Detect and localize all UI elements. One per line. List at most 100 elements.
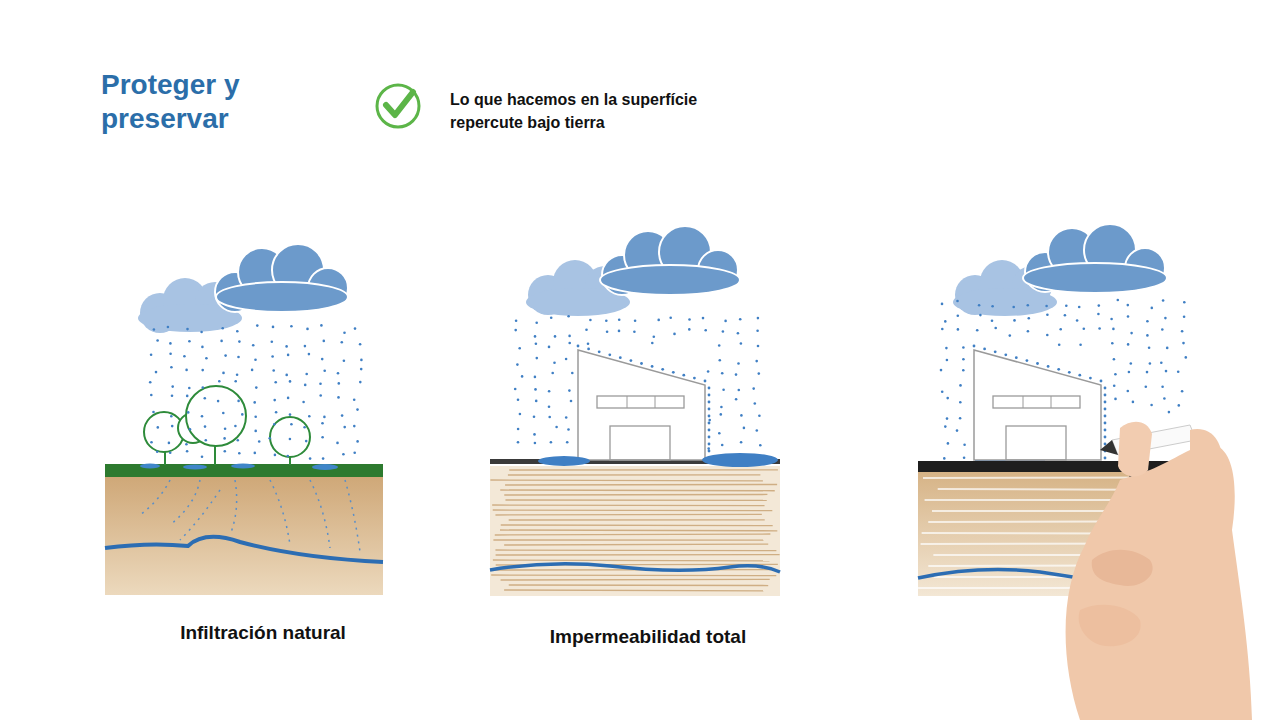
rain-drop — [356, 440, 359, 443]
downpipe-water — [1104, 429, 1107, 432]
soil-stripe — [508, 474, 760, 475]
rain-drop — [722, 388, 725, 391]
rain-drop — [945, 347, 948, 350]
rain-drop — [978, 304, 981, 307]
roof-water — [640, 362, 643, 365]
heading: Proteger y preservar — [101, 68, 276, 136]
rain-drop — [170, 415, 173, 418]
rain-drop — [1150, 404, 1153, 407]
downpipe-water — [708, 450, 711, 453]
rain-drop — [202, 386, 205, 389]
rain-drop — [554, 335, 557, 338]
soil-stripe — [504, 589, 763, 591]
rain-drop — [272, 369, 275, 372]
rain-drop — [354, 327, 357, 330]
rain-drop — [183, 355, 186, 358]
rain-drop — [944, 320, 947, 323]
rain-drop — [186, 450, 189, 453]
rain-drop — [719, 359, 722, 362]
rain-drop — [1127, 304, 1130, 307]
rain-drop — [188, 340, 191, 343]
rain-drop — [256, 324, 259, 327]
rain-drop — [186, 395, 189, 398]
rain-drop — [271, 341, 274, 344]
rain-drop — [1098, 304, 1101, 307]
rain-drop — [1111, 342, 1114, 345]
rain-drop — [1130, 332, 1133, 335]
rain-drop — [962, 346, 965, 349]
roof-water — [1036, 362, 1039, 365]
rain-drop — [739, 318, 742, 321]
rain-drop — [323, 370, 326, 373]
rain-drop — [237, 400, 240, 403]
rain-drop — [514, 388, 517, 391]
rain-drop — [237, 356, 240, 359]
rain-drop — [535, 321, 538, 324]
rain-drop — [168, 442, 171, 445]
rain-drop — [185, 443, 188, 446]
rain-drop — [1149, 362, 1152, 365]
rain-drop — [708, 419, 711, 422]
roof-water — [973, 345, 976, 348]
rain-drop — [204, 397, 207, 400]
rain-drop — [1132, 401, 1135, 404]
rain-drop — [740, 414, 743, 417]
rain-drop — [548, 416, 551, 419]
rain-drop — [1148, 346, 1151, 349]
rain-drop — [567, 428, 570, 431]
downpipe-water — [1104, 443, 1107, 446]
rain-drop — [994, 327, 997, 330]
roof-water — [1078, 374, 1081, 377]
soil-stripe — [501, 579, 770, 581]
rain-drop — [548, 346, 551, 349]
rain-drop — [254, 415, 257, 418]
rain-drop — [171, 394, 174, 397]
rain-drop — [757, 345, 760, 348]
natural-infiltration-scene — [105, 244, 383, 595]
rain-drop — [1083, 327, 1086, 330]
rain-drop — [553, 361, 556, 364]
rain-drop — [156, 451, 159, 454]
roof-water — [704, 380, 707, 383]
roof-water — [577, 345, 580, 348]
rain-drop — [533, 416, 536, 419]
rain-drop — [1012, 306, 1015, 309]
rain-drop — [704, 329, 707, 332]
rain-drop — [343, 426, 346, 429]
rain-drop — [253, 401, 256, 404]
rain-drop — [360, 368, 363, 371]
scene-caption: Impermeabilidad total — [518, 625, 778, 649]
rain-drop — [535, 400, 538, 403]
rain-drop — [1110, 318, 1113, 321]
rain-drop — [223, 437, 226, 440]
rain-drop — [320, 324, 323, 327]
rain-drop — [149, 381, 152, 384]
rain-drop — [224, 428, 227, 431]
soil-stripe — [496, 554, 780, 556]
rain-drop — [188, 387, 191, 390]
rain-drop — [1146, 320, 1149, 323]
rain-drop — [550, 317, 553, 320]
downpipe-water — [708, 457, 711, 460]
rain-drop — [519, 413, 522, 416]
rain-drop — [169, 352, 172, 355]
rain-drop — [1161, 328, 1164, 331]
rain-drop — [341, 341, 344, 344]
rain-drop — [1098, 327, 1101, 330]
rain-drop — [688, 328, 691, 331]
rain-drop — [669, 316, 672, 319]
downpipe-water — [1104, 436, 1107, 439]
rain-drop — [752, 387, 755, 390]
rain-drop — [167, 326, 170, 329]
cloud — [526, 226, 740, 316]
rain-drop — [321, 358, 324, 361]
rain-drop — [959, 401, 962, 404]
rain-drop — [515, 320, 518, 323]
rain-drop — [353, 451, 356, 454]
rain-drop — [721, 444, 724, 447]
rain-drop — [222, 412, 225, 415]
rain-drop — [186, 328, 189, 331]
rain-drop — [1127, 343, 1130, 346]
rain-drop — [205, 357, 208, 360]
soil-stripe — [493, 559, 770, 561]
